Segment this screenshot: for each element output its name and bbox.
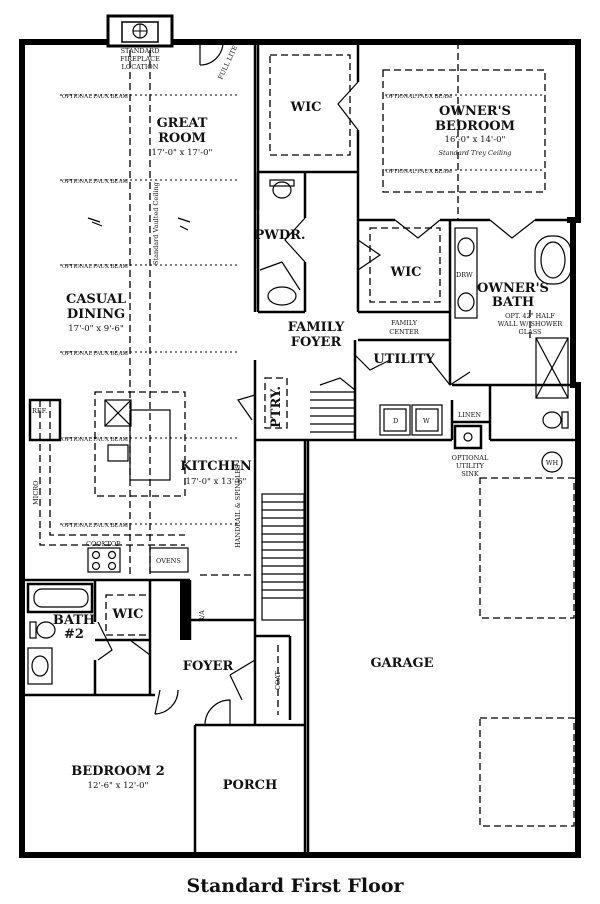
casual-dining-dim: 17'-0" x 9'-6" (68, 324, 124, 334)
wic-center-label: WIC (389, 265, 421, 280)
fireplace (106, 14, 174, 48)
wic-owner-label: WIC (289, 100, 321, 115)
vaulted-ceiling-label: Standard Vaulted Ceiling (152, 182, 160, 265)
door-swings (97, 81, 536, 726)
return-air (180, 580, 190, 640)
micro-label: MICRO (32, 481, 40, 505)
wh-label: WH (546, 459, 559, 467)
family-center-name-1: FAMILY (391, 319, 418, 327)
family-center-name-2: CENTER (389, 328, 419, 336)
owners-bedroom-name-1: OWNER'S (439, 104, 511, 119)
sink-label-3: SINK (461, 470, 479, 478)
beam-label-5: OPTIONAL FAUX BEAM (62, 437, 129, 443)
bath-note-1: OPT. 42" HALF (505, 312, 555, 320)
powder-fixtures (267, 179, 297, 306)
dryer-label: D (393, 417, 398, 425)
sink-label-1: OPTIONAL (452, 454, 489, 462)
ovens (149, 547, 189, 573)
bath2-fixtures (26, 582, 94, 685)
washer-label: W (423, 417, 430, 425)
kitchen-counter (39, 400, 185, 546)
vault-arrow-left (87, 217, 103, 227)
porch-label: PORCH (223, 778, 278, 793)
water-heater (541, 451, 563, 473)
full-lite-door (199, 41, 224, 66)
closet-shelves (105, 54, 441, 715)
garage-label: GARAGE (370, 656, 433, 671)
family-foyer-name-2: FOYER (291, 335, 342, 350)
great-room-dim: 17'-0" x 17'-0" (152, 148, 213, 158)
plan-title: Standard First Floor (187, 875, 405, 897)
ref-label: REF. (32, 407, 47, 415)
ptry-label: PTRY. (269, 386, 284, 428)
great-room-name-1: GREAT (157, 116, 208, 131)
casual-dining-name-2: DINING (67, 307, 125, 322)
kitchen-island (94, 391, 186, 497)
beam-label-6: OPTIONAL FAUX BEAM (62, 523, 129, 529)
utility-label: UTILITY (373, 352, 435, 367)
great-room-name-2: ROOM (158, 131, 206, 146)
pwdr-label: PWDR. (255, 228, 306, 243)
beam-label-4: OPTIONAL FAUX BEAM (62, 351, 129, 357)
fireplace-label-2: FIREPLACE (120, 55, 160, 63)
bedroom2-dim: 12'-6" x 12'-0" (88, 781, 149, 791)
sink-label-2: UTILITY (456, 462, 485, 470)
stairs (261, 391, 355, 621)
cooktop-label: COOKTOP (86, 540, 121, 548)
vault-arrow-right (177, 217, 191, 231)
bedroom2-name: BEDROOM 2 (71, 764, 165, 779)
owners-bath-name-2: BATH (492, 295, 534, 310)
faux-beams (60, 50, 545, 576)
owners-bedroom-name-2: BEDROOM (435, 119, 515, 134)
owners-bath-fixtures (454, 227, 572, 429)
owners-bedroom-dim: 16'-0" x 14'-0" (445, 135, 506, 145)
bath2-name-2: #2 (64, 627, 84, 642)
bath-note-3: GLASS (519, 328, 542, 336)
ra-label: R/A (198, 610, 206, 622)
kitchen-name: KITCHEN (180, 459, 252, 474)
foyer-label: FOYER (183, 659, 234, 674)
beam-label-3: OPTIONAL FAUX BEAM (62, 264, 129, 270)
family-foyer-name-1: FAMILY (288, 320, 345, 335)
laundry (379, 404, 483, 450)
beam-label-8: OPTIONAL FAUX BEAM (386, 169, 453, 175)
bath2-name-1: BATH (53, 613, 95, 628)
linen-label: LINEN (458, 411, 481, 419)
full-lite-label: FULL LITE (217, 44, 240, 81)
drw-label: DRW (456, 271, 473, 279)
beam-label-1: OPTIONAL FAUX BEAM (62, 94, 129, 100)
kitchen-dim: 17'-0" x 13'-6" (186, 477, 247, 487)
casual-dining-name-1: CASUAL (66, 292, 126, 307)
trey-ceiling (382, 69, 546, 193)
beam-label-2: OPTIONAL FAUX BEAM (62, 179, 129, 185)
owners-bath-name-1: OWNER'S (477, 281, 549, 296)
cooktop (87, 547, 121, 573)
handrail-label: HANDRAIL & SPINDLES (234, 465, 242, 548)
fireplace-label-1: STANDARD (121, 47, 160, 55)
coat-label: COAT (274, 670, 282, 690)
owners-bedroom-note: Standard Trey Ceiling (439, 149, 512, 157)
refrigerator (28, 398, 62, 442)
garage-parking (479, 447, 581, 827)
interior-walls (22, 42, 578, 855)
beam-label-7: OPTIONAL FAUX BEAM (386, 94, 453, 100)
wic-bedroom2-label: WIC (111, 607, 143, 622)
ovens-label: OVENS (156, 557, 181, 565)
exterior-walls (19, 39, 581, 858)
fireplace-label-3: LOCATION (122, 63, 159, 71)
bath-note-2: WALL W/ SHOWER (498, 320, 564, 328)
